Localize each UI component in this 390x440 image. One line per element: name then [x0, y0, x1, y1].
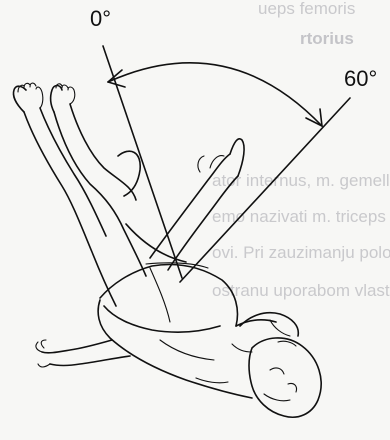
angle-label-sixty: 60°: [344, 66, 377, 91]
bleed-line-6: ostranu uporabom vlastitu: [212, 281, 390, 300]
bleed-line-1: ueps femoris: [258, 0, 355, 18]
bleed-line-2: rtorius: [300, 29, 354, 48]
left-arm: [36, 340, 130, 367]
right-leg: [51, 84, 146, 276]
bleed-line-5: ovi. Pri zauzimanju položaj: [212, 243, 390, 262]
range-of-motion-arc: [108, 63, 322, 126]
torso: [98, 300, 276, 398]
zero-degree-reference-line: [103, 46, 182, 278]
right-arm: [240, 313, 298, 336]
angle-label-zero: 0°: [90, 6, 111, 31]
head: [249, 338, 321, 417]
bleed-line-4: emo nazivati m. triceps coxa: [212, 207, 390, 226]
